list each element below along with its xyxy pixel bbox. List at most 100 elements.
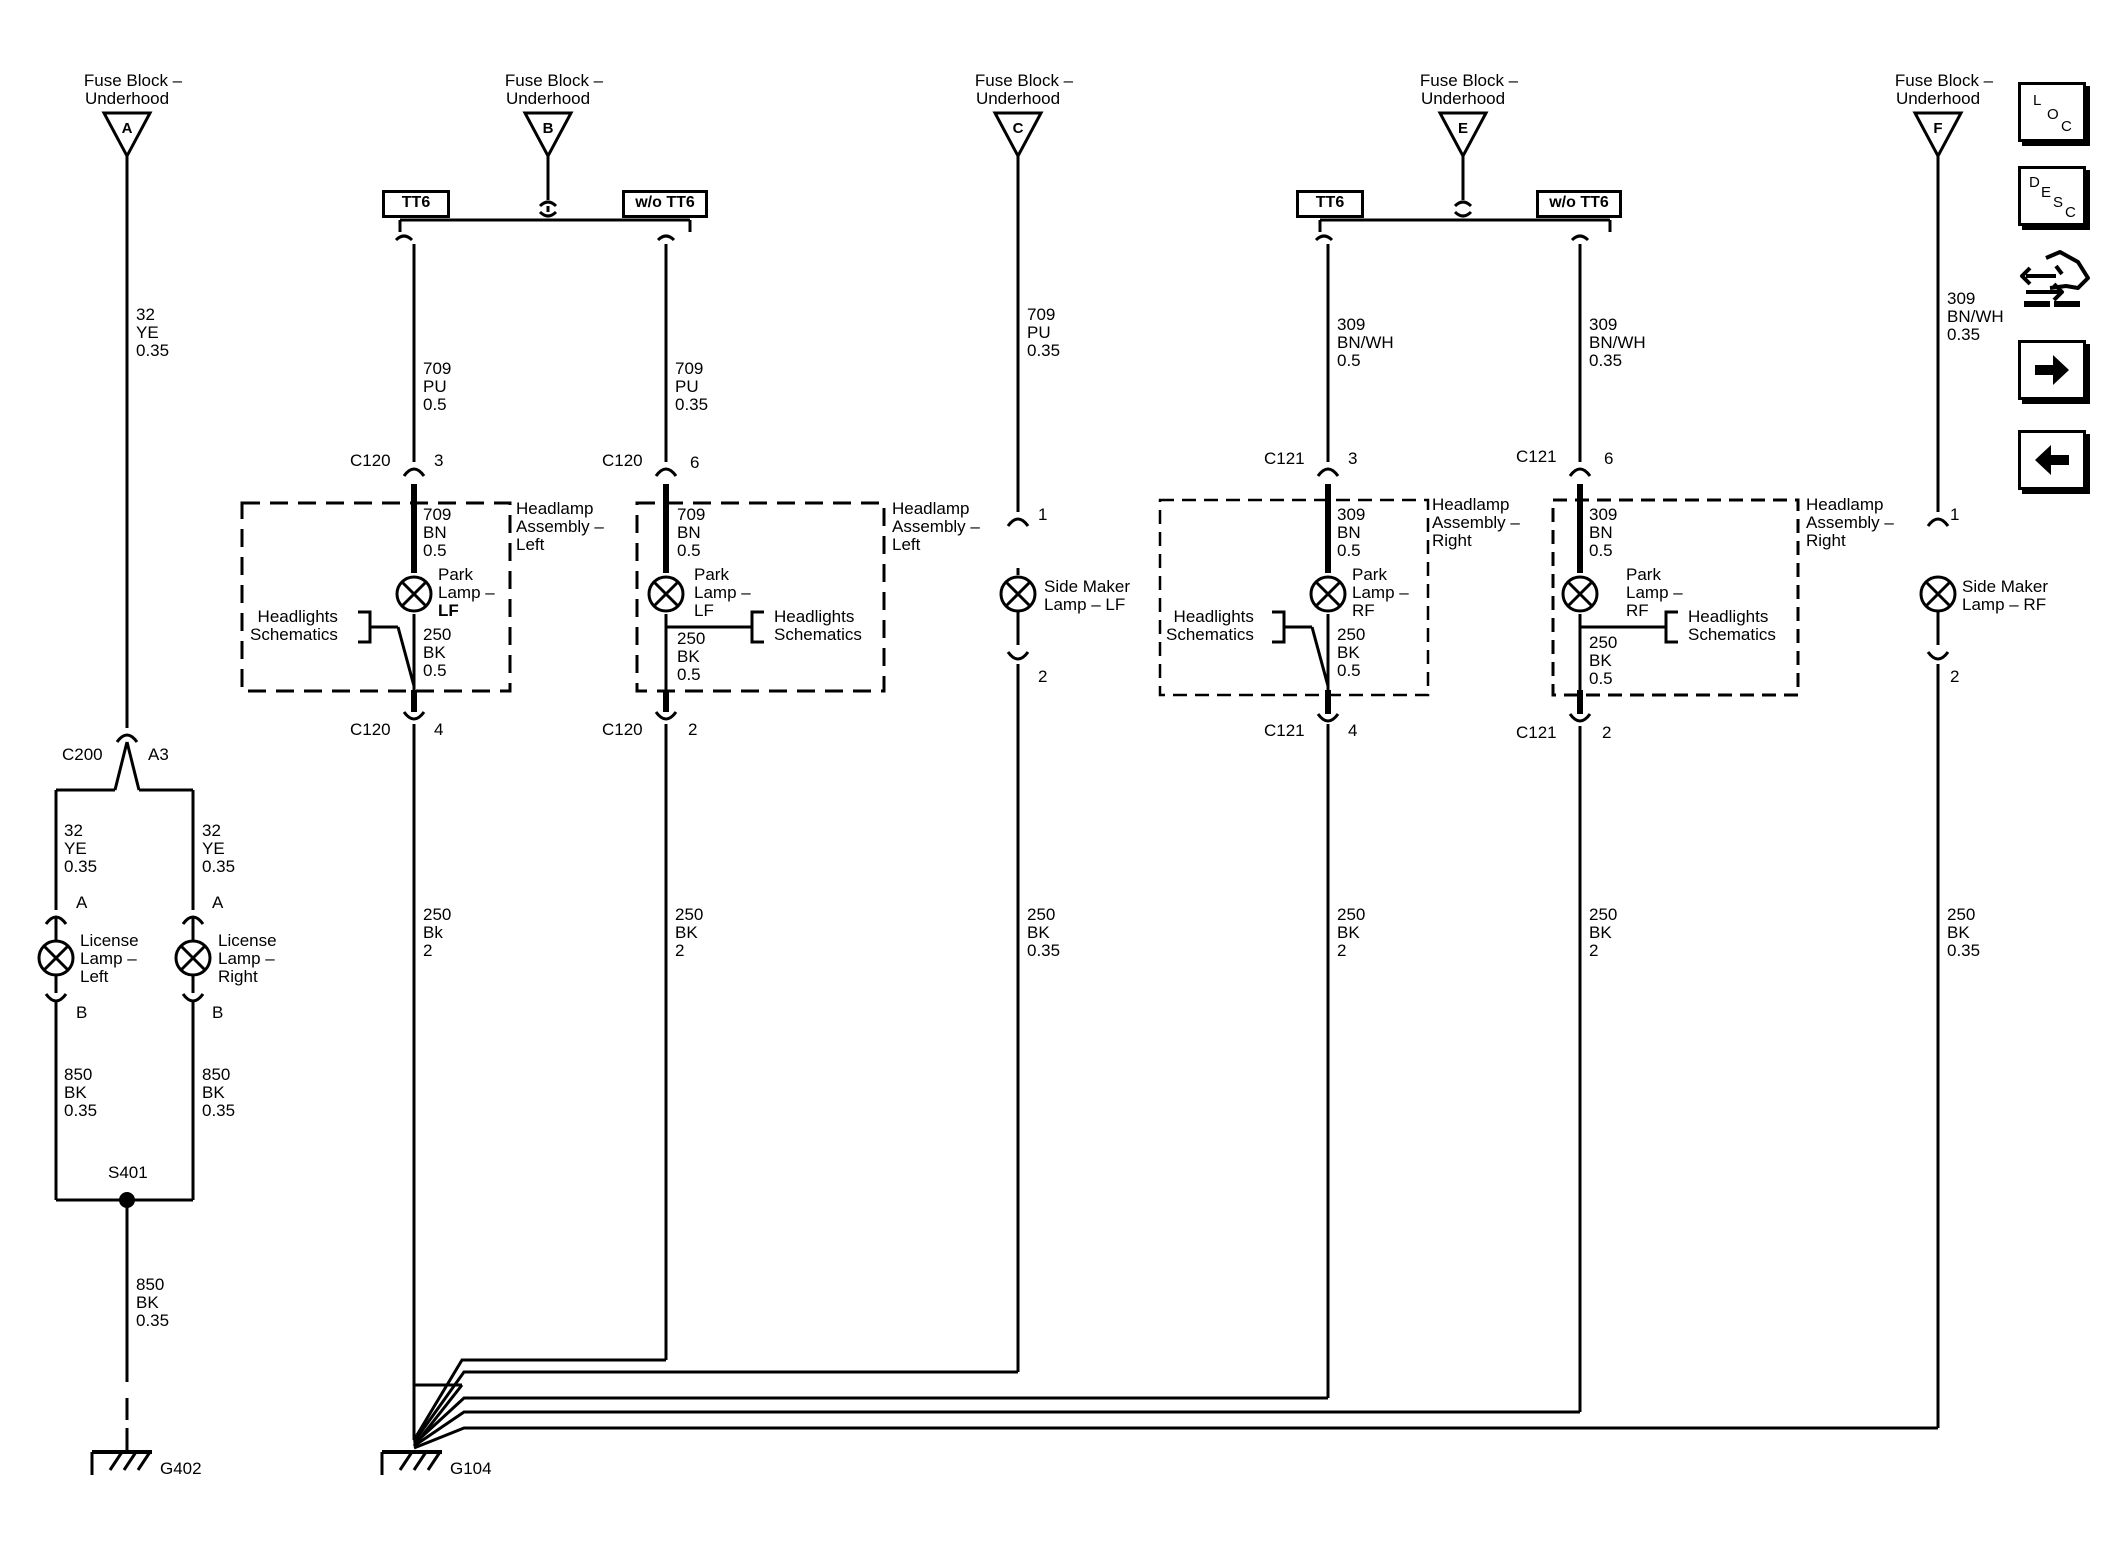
desc-button[interactable]: D E S C (2018, 166, 2086, 226)
loc-letter-o: O (2047, 106, 2059, 123)
pin-6-c120: 6 (690, 453, 700, 472)
loc-button[interactable]: L O C (2018, 82, 2086, 142)
headlamp-box-left-tt6 (240, 501, 512, 693)
connector-a3: A3 (148, 745, 169, 764)
pin-6-c121: 6 (1604, 449, 1614, 468)
connector-c121-top-left: C121 (1264, 449, 1305, 468)
headlamp-box-left-wo (635, 501, 886, 693)
fuse-f-letter: F (1933, 120, 1943, 137)
pin-b-license-left: B (76, 1003, 88, 1022)
pin-3-c121: 3 (1348, 449, 1358, 468)
connector-c121-top-right: C121 (1516, 447, 1557, 466)
pin-4-c121: 4 (1348, 721, 1358, 740)
pin-2-side-marker-rf: 2 (1950, 667, 1960, 686)
previous-arrow-icon (2035, 445, 2069, 475)
splice-s401-label: S401 (108, 1163, 148, 1182)
fuse-triangle-b (522, 111, 574, 160)
pin-2-c121: 2 (1602, 723, 1612, 742)
park-lamp-lf-wo-icon (647, 575, 685, 613)
next-button[interactable] (2018, 340, 2086, 400)
option-wo-tt6-right: w/o TT6 (1536, 190, 1622, 218)
desc-letter-d: D (2029, 174, 2040, 191)
pin-b-license-right: B (212, 1003, 224, 1022)
headlamp-box-right-tt6 (1158, 498, 1430, 697)
loc-letter-c: C (2061, 118, 2072, 135)
option-wo-tt6-left: w/o TT6 (622, 190, 708, 218)
fuse-a-letter: A (121, 120, 133, 137)
connector-c121-bottom-left: C121 (1264, 721, 1305, 740)
license-lamp-right-icon (174, 939, 212, 977)
ground-g104-label: G104 (450, 1459, 492, 1478)
fuse-e-letter: E (1457, 120, 1469, 137)
loc-letter-l: L (2033, 92, 2042, 109)
side-marker-rf-icon (1919, 575, 1957, 613)
fuse-triangle-e (1437, 111, 1489, 160)
connector-c120-bottom-left: C120 (350, 720, 391, 739)
pin-1-side-marker-rf: 1 (1950, 505, 1960, 524)
previous-button[interactable] (2018, 430, 2086, 490)
desc-letter-s: S (2053, 194, 2064, 211)
connector-c200: C200 (62, 745, 103, 764)
fuse-c-title: Fuse Block – (974, 71, 1074, 90)
connector-c120-bottom-right: C120 (602, 720, 643, 739)
pin-2-c120: 2 (688, 720, 698, 739)
fuse-triangle-c (992, 111, 1044, 160)
connector-view-icon[interactable] (2020, 248, 2092, 324)
fuse-e-title: Fuse Block – (1419, 71, 1519, 90)
headlamp-box-right-wo (1551, 498, 1800, 697)
connector-c121-bottom-right: C121 (1516, 723, 1557, 742)
connector-c120-top-right: C120 (602, 451, 643, 470)
park-lamp-lf-tt6-icon (395, 575, 433, 613)
pin-1-side-marker-lf: 1 (1038, 505, 1048, 524)
fuse-f-sub: Underhood (1895, 89, 1981, 108)
splice-dot-s401 (119, 1192, 135, 1208)
desc-letter-e: E (2041, 184, 2052, 201)
desc-letter-c: C (2065, 204, 2076, 221)
fuse-b-letter: B (542, 120, 554, 137)
park-lamp-rf-tt6-icon (1309, 575, 1347, 613)
ground-g402-label: G402 (160, 1459, 202, 1478)
fuse-f-title: Fuse Block – (1894, 71, 1994, 90)
fuse-triangle-f (1912, 111, 1964, 160)
fuse-a-title: Fuse Block – (83, 71, 183, 90)
option-tt6-right: TT6 (1296, 190, 1364, 218)
pin-a-license-right: A (212, 893, 224, 912)
pin-3-c120: 3 (434, 451, 444, 470)
pin-a-license-left: A (76, 893, 88, 912)
fuse-triangle-a (101, 111, 153, 160)
